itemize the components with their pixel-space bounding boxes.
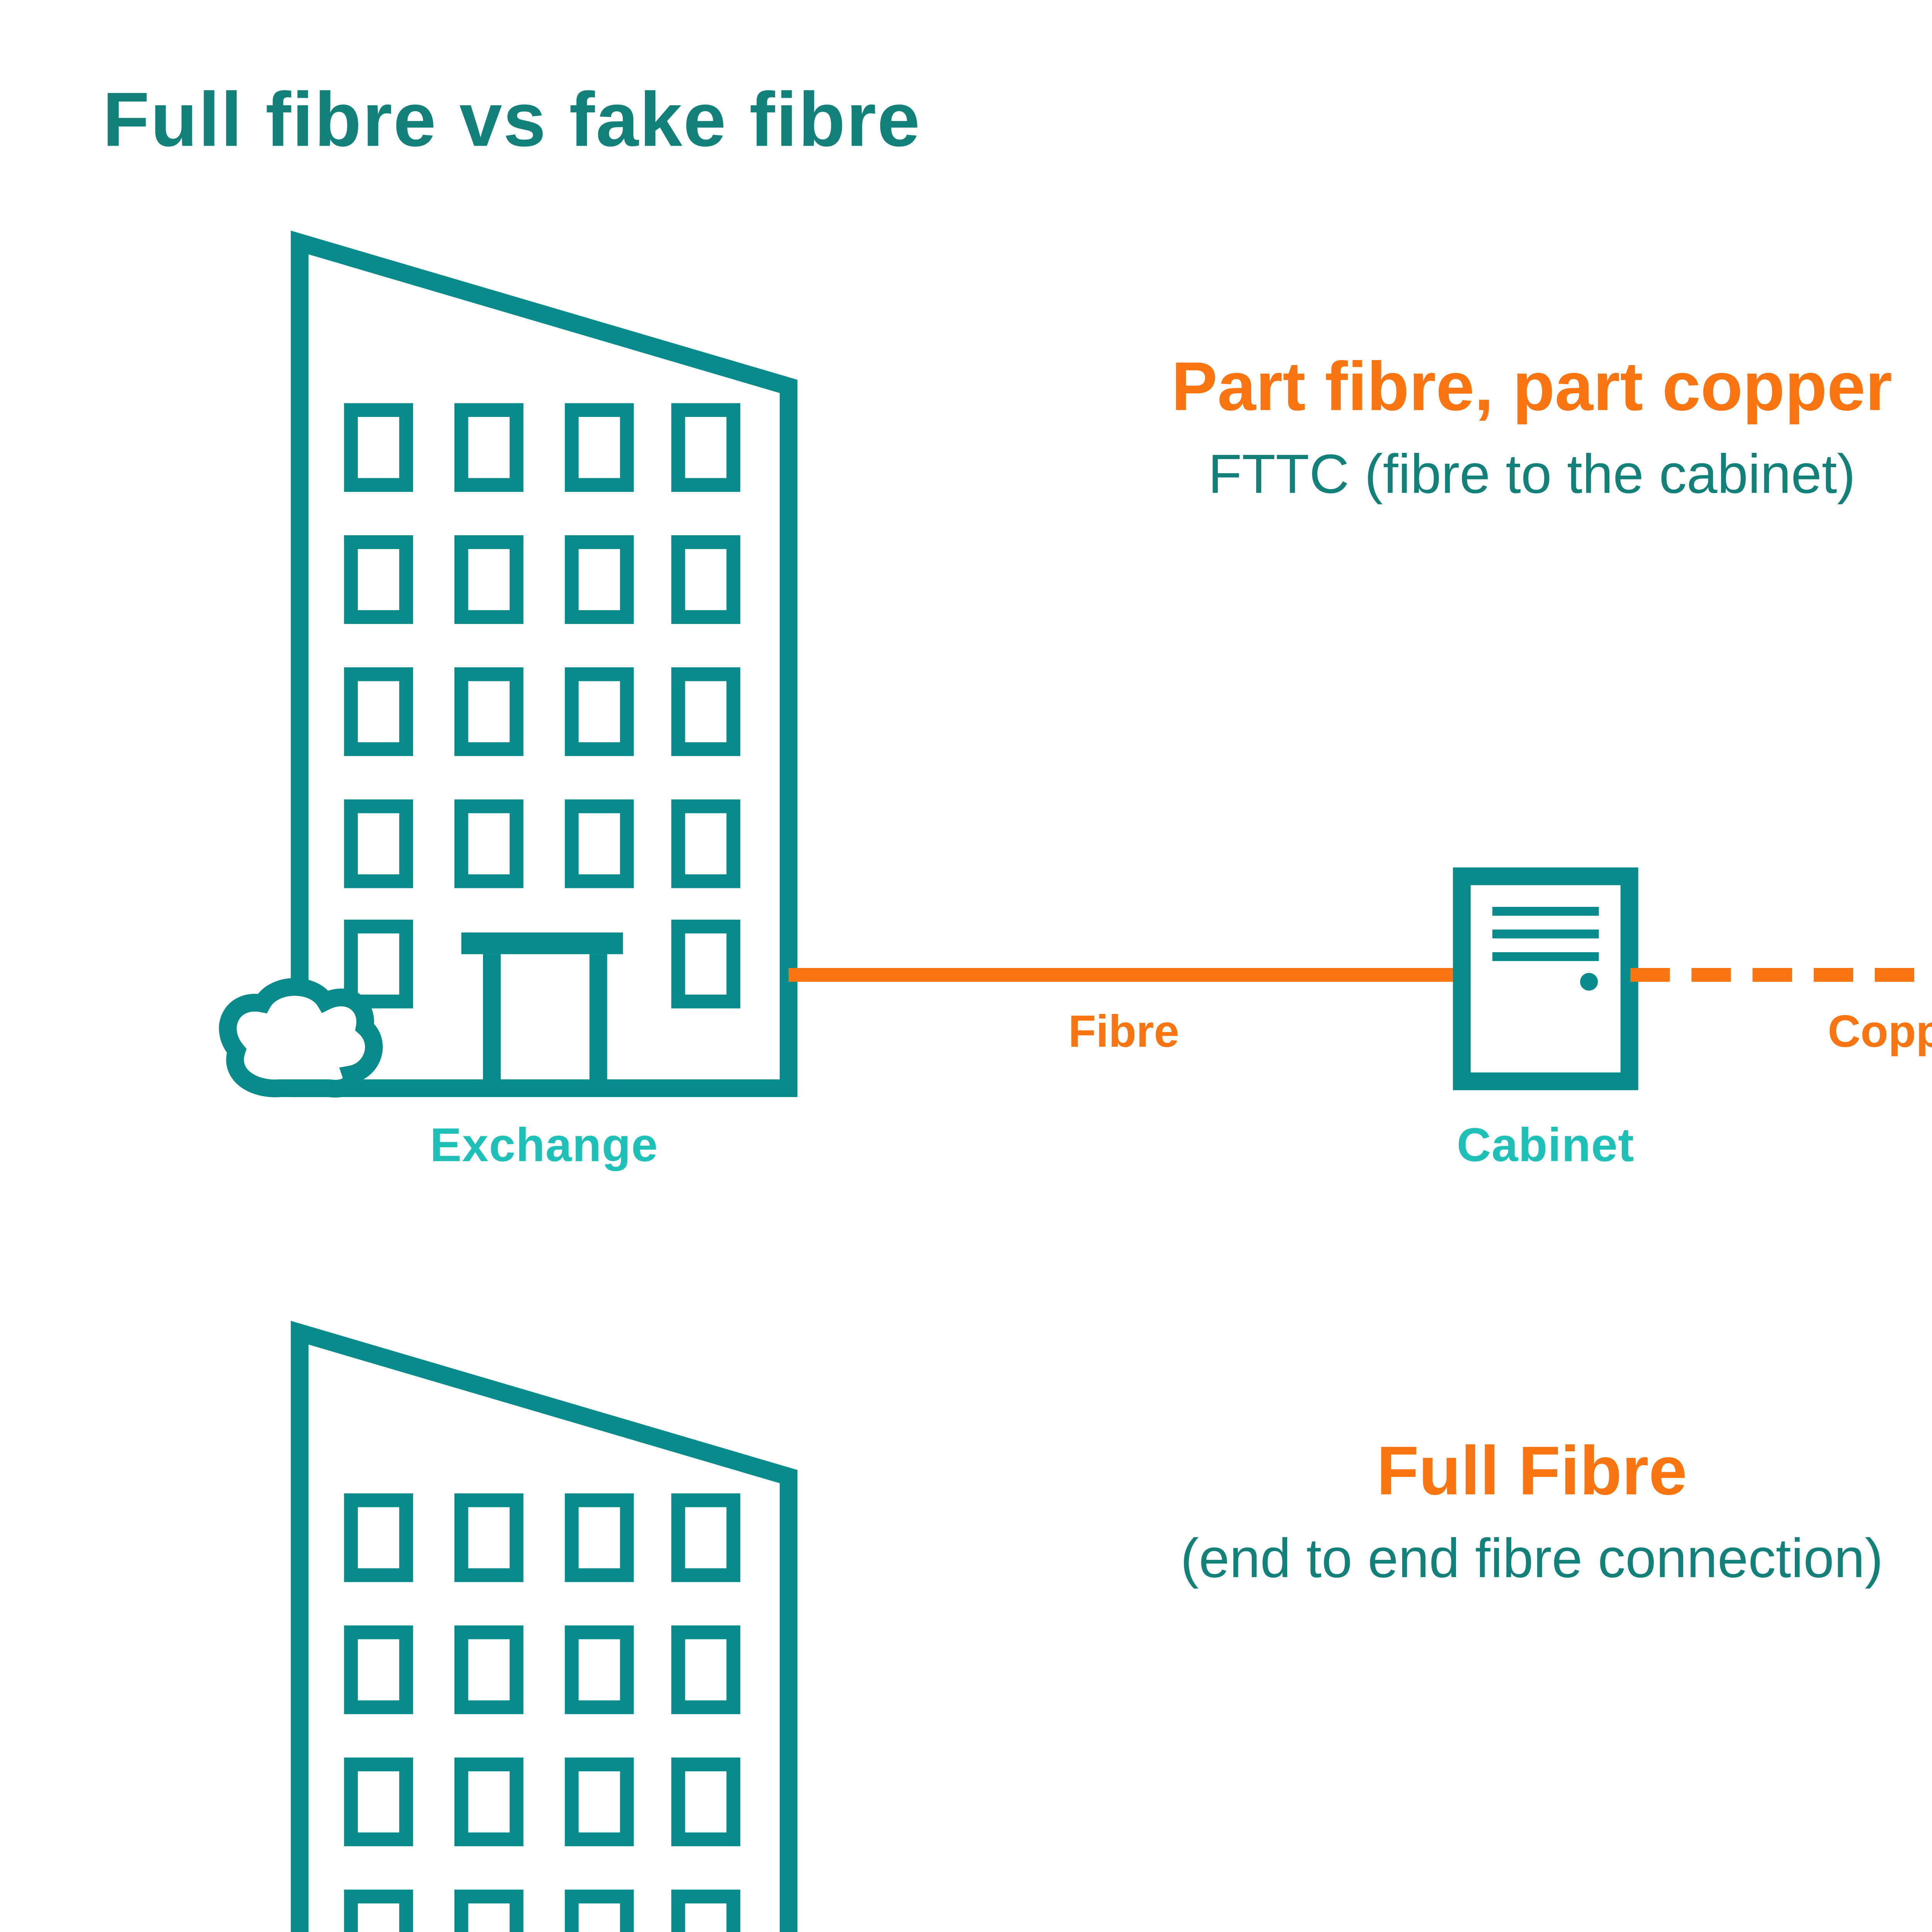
fttc-subheading: FTTC (fibre to the cabinet): [1208, 443, 1855, 505]
bush-icon: [219, 978, 383, 1098]
exchange-building-icon-fullfibre: [291, 1321, 798, 1932]
fullfibre-subheading: (end to end fibre connection): [1180, 1528, 1883, 1589]
exchange-building-icon: [219, 230, 798, 1098]
cabinet-label: Cabinet: [1457, 1119, 1634, 1173]
page-title: Full fibre vs fake fibre: [102, 79, 921, 164]
fullfibre-heading: Full Fibre: [1376, 1433, 1687, 1510]
fibre-line-fttc: [788, 968, 1461, 982]
cabinet-knob: [1580, 973, 1598, 991]
fttc-heading: Part fibre, part copper: [1171, 349, 1893, 426]
building-windows: [344, 1493, 740, 1932]
building-outline: [291, 230, 798, 1097]
cabinet-vent-lines: [1492, 906, 1599, 961]
copper-line-fttc: [1630, 968, 1932, 982]
cabinet-body: [1453, 867, 1638, 1090]
exchange-label-fttc: Exchange: [430, 1119, 658, 1173]
fibre-line-label-fttc: Fibre: [1068, 1005, 1179, 1057]
building-outline: [291, 1321, 798, 1932]
cabinet-icon: [1453, 867, 1638, 1090]
copper-line-label-fttc: Copper cable: [1828, 1005, 1932, 1057]
building-door: [461, 932, 623, 1088]
building-windows: [344, 403, 740, 1009]
